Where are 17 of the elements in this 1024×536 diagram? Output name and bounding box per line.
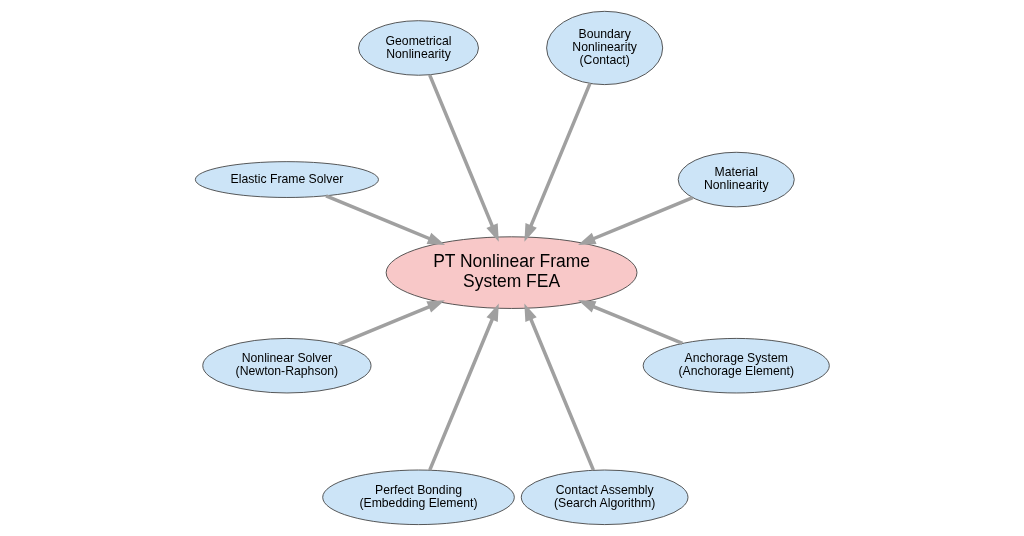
node-ellipse: Contact Assembly (Search Algorithm) [520, 469, 688, 525]
arrow [577, 196, 693, 246]
node-ellipse: Boundary Nonlinearity (Contact) [545, 10, 663, 86]
arrow [427, 303, 499, 471]
node-ellipse: Geometrical Nonlinearity [357, 20, 479, 76]
node-ellipse: Material Nonlinearity [677, 151, 795, 208]
arrow [523, 303, 595, 471]
arrow [337, 300, 445, 346]
node-ellipse: Anchorage System (Anchorage Element) [642, 338, 830, 394]
arrow [324, 194, 445, 246]
arrow [523, 82, 592, 242]
node-ellipse: Elastic Frame Solver [194, 161, 379, 198]
node-ellipse: PT Nonlinear Frame System FEA [385, 236, 637, 309]
arrow [577, 300, 683, 346]
node-ellipse: Nonlinear Solver (Newton-Raphson) [201, 338, 371, 394]
arrow [427, 74, 499, 242]
node-ellipse: Perfect Bonding (Embedding Element) [321, 469, 515, 525]
